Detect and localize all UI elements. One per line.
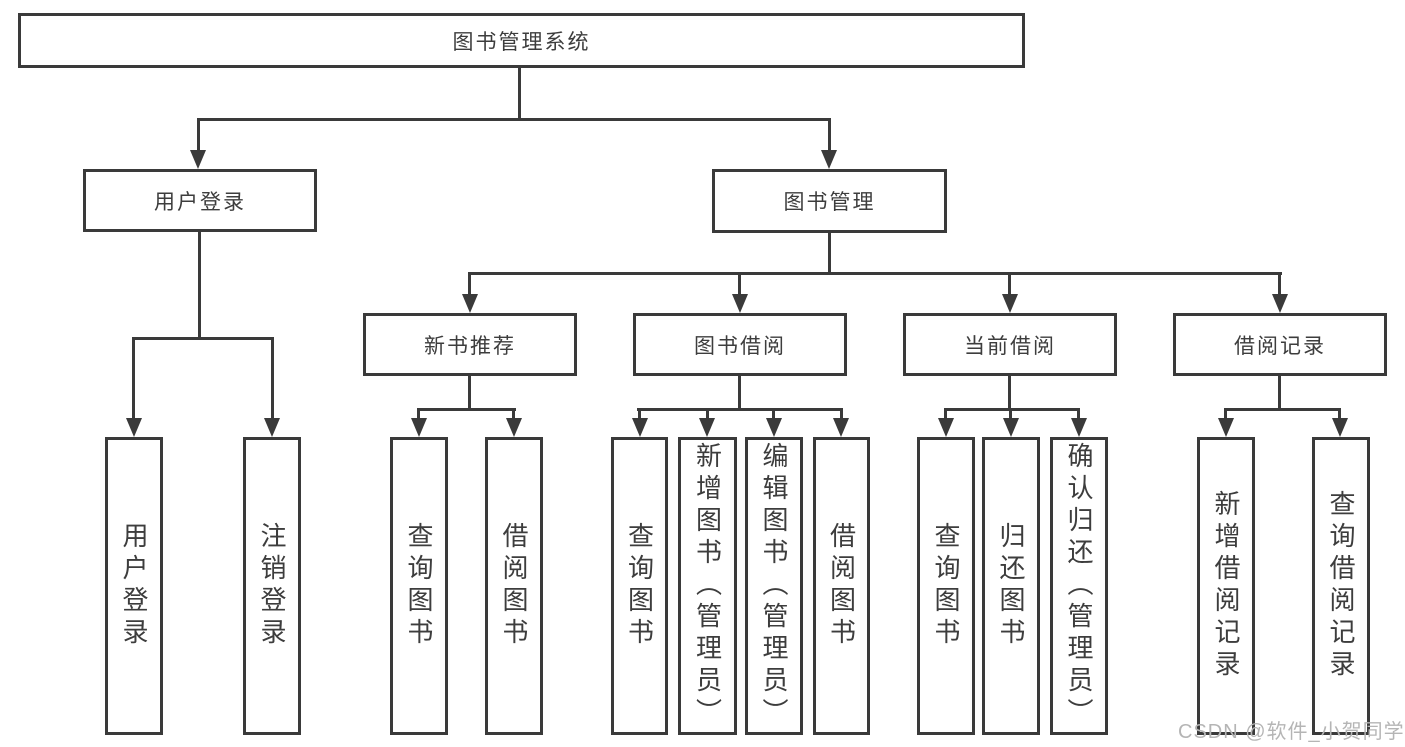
connector-line <box>1008 376 1011 411</box>
arrowhead-down-icon <box>506 418 522 437</box>
node-current-borrowing: 当前借阅 <box>903 313 1117 376</box>
connector-line <box>417 408 516 411</box>
connector-line <box>1008 272 1011 298</box>
arrowhead-down-icon <box>1332 418 1348 437</box>
arrowhead-down-icon <box>732 294 748 313</box>
connector-line <box>944 408 947 422</box>
connector-line <box>198 232 201 340</box>
arrowhead-down-icon <box>699 418 715 437</box>
node-label: 归还图书 <box>996 522 1026 650</box>
node-label: 查询图书 <box>404 522 434 650</box>
connector-line <box>417 408 420 422</box>
arrowhead-down-icon <box>190 150 206 169</box>
connector-line <box>468 272 1282 275</box>
node-library-management-system: 图书管理系统 <box>18 13 1025 68</box>
connector-line <box>518 68 521 120</box>
node-label: 注销登录 <box>257 522 287 650</box>
node-label: 新增借阅记录 <box>1211 490 1241 682</box>
arrowhead-down-icon <box>462 294 478 313</box>
node-borrowing-records: 借阅记录 <box>1173 313 1387 376</box>
csdn-watermark: CSDN @软件_小贺同学 <box>1178 721 1405 743</box>
node-label: 新增图书（管理员） <box>692 442 723 730</box>
node-user-login: 用户登录 <box>83 169 317 232</box>
node-label: 借阅图书 <box>499 522 529 650</box>
arrowhead-down-icon <box>1071 418 1087 437</box>
arrowhead-down-icon <box>1272 294 1288 313</box>
node-label: 当前借阅 <box>964 334 1056 358</box>
arrowhead-down-icon <box>411 418 427 437</box>
node-book-management: 图书管理 <box>712 169 947 233</box>
connector-line <box>468 376 471 411</box>
connector-line <box>271 337 274 422</box>
leaf-confirm-return-admin: 确认归还（管理员） <box>1050 437 1108 735</box>
node-label: 查询借阅记录 <box>1326 490 1356 682</box>
node-label: 编辑图书（管理员） <box>759 442 789 730</box>
connector-line <box>828 233 831 275</box>
leaf-query-books-recommend: 查询图书 <box>390 437 448 735</box>
leaf-user-login: 用户登录 <box>105 437 163 735</box>
node-label: 查询图书 <box>624 522 655 650</box>
leaf-add-borrow-record: 新增借阅记录 <box>1197 437 1255 735</box>
node-label: 确认归还（管理员） <box>1064 442 1094 730</box>
connector-line <box>132 337 135 422</box>
leaf-logout: 注销登录 <box>243 437 301 735</box>
leaf-add-books-admin: 新增图书（管理员） <box>678 437 737 735</box>
arrowhead-down-icon <box>833 418 849 437</box>
leaf-query-borrow-record: 查询借阅记录 <box>1312 437 1370 735</box>
connector-line <box>1009 408 1012 422</box>
leaf-query-books-borrowing: 查询图书 <box>611 437 668 735</box>
node-new-book-recommend: 新书推荐 <box>363 313 577 376</box>
connector-line <box>840 408 843 422</box>
arrowhead-down-icon <box>264 418 280 437</box>
connector-line <box>1278 272 1281 298</box>
connector-line <box>1224 408 1227 422</box>
node-label: 借阅图书 <box>826 522 857 650</box>
arrowhead-down-icon <box>1218 418 1234 437</box>
arrowhead-down-icon <box>1003 418 1019 437</box>
node-label: 用户登录 <box>154 190 246 214</box>
connector-line <box>468 272 471 298</box>
connector-line <box>132 337 274 340</box>
connector-line <box>512 408 515 422</box>
node-book-borrowing: 图书借阅 <box>633 313 847 376</box>
connector-line <box>637 408 843 411</box>
arrowhead-down-icon <box>126 418 142 437</box>
connector-line <box>738 272 741 298</box>
node-label: 用户登录 <box>119 522 149 650</box>
connector-line <box>1224 408 1341 411</box>
node-label: 查询图书 <box>931 522 961 650</box>
node-label: 图书管理系统 <box>452 30 591 54</box>
connector-line <box>828 118 831 152</box>
connector-line <box>1077 408 1080 422</box>
leaf-borrow-books-borrowing: 借阅图书 <box>813 437 870 735</box>
node-label: 图书借阅 <box>694 334 786 358</box>
connector-line <box>197 118 200 152</box>
connector-line <box>706 408 709 422</box>
connector-line <box>1278 376 1281 411</box>
arrowhead-down-icon <box>1002 294 1018 313</box>
connector-line <box>197 118 831 121</box>
leaf-query-books-current: 查询图书 <box>917 437 975 735</box>
node-label: 图书管理 <box>783 191 876 214</box>
arrowhead-down-icon <box>938 418 954 437</box>
leaf-borrow-books-recommend: 借阅图书 <box>485 437 543 735</box>
connector-line <box>638 408 641 422</box>
connector-line <box>944 408 1080 411</box>
leaf-edit-books-admin: 编辑图书（管理员） <box>745 437 803 735</box>
node-label: 借阅记录 <box>1234 334 1326 358</box>
arrowhead-down-icon <box>821 150 837 169</box>
connector-line <box>772 408 775 422</box>
connector-line <box>738 376 741 411</box>
arrowhead-down-icon <box>766 418 782 437</box>
leaf-return-books: 归还图书 <box>982 437 1040 735</box>
node-label: 新书推荐 <box>424 334 516 358</box>
arrowhead-down-icon <box>632 418 648 437</box>
connector-line <box>1338 408 1341 422</box>
